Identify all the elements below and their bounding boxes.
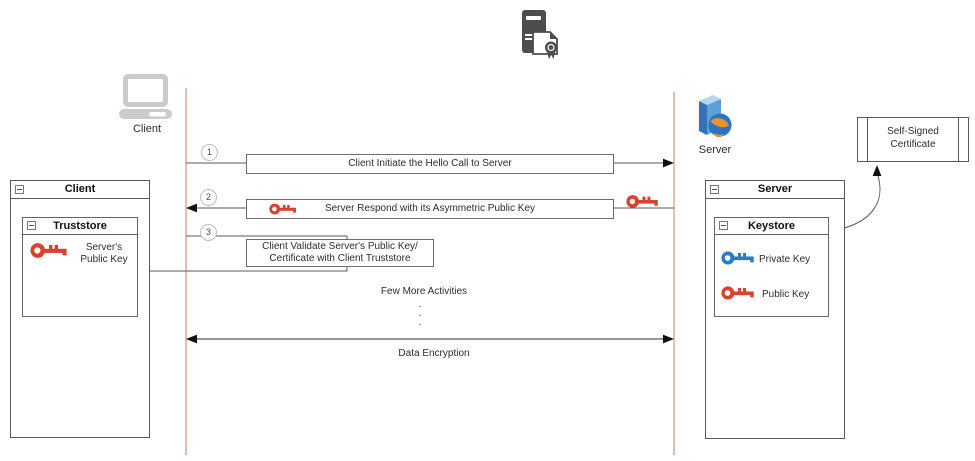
certificate-label: Self-Signed Certificate bbox=[870, 125, 956, 151]
client-box: Client Truststore Server's Public Key bbox=[10, 180, 150, 438]
server-box: Server Keystore Private Key Public Key bbox=[705, 180, 845, 439]
few-more-activities-label: Few More Activities bbox=[380, 286, 468, 297]
truststore-title: Truststore bbox=[53, 220, 107, 232]
message-1-label: Client Initiate the Hello Call to Server bbox=[246, 154, 614, 174]
arrow-2-head bbox=[186, 203, 197, 213]
step-2-badge: 2 bbox=[200, 189, 217, 206]
client-laptop-icon bbox=[119, 74, 172, 119]
collapse-icon[interactable] bbox=[719, 221, 728, 230]
certificate-connector-head bbox=[872, 165, 882, 176]
servers-public-key-line1: Server's bbox=[85, 242, 123, 253]
message-3-text-line2: Certificate with Client Truststore bbox=[269, 253, 411, 264]
keystore-box: Keystore Private Key Public Key bbox=[714, 217, 829, 317]
private-key-label: Private Key bbox=[759, 254, 811, 265]
data-encryption-label: Data Encryption bbox=[398, 348, 470, 359]
message-3-text-line1: Client Validate Server's Public Key/ bbox=[262, 241, 418, 252]
red-key-icon bbox=[626, 195, 658, 208]
server-3d-icon bbox=[699, 95, 732, 138]
red-key-icon bbox=[721, 286, 754, 300]
step-3-badge: 3 bbox=[200, 224, 217, 241]
client-box-title: Client bbox=[64, 183, 96, 195]
certificate-box-inner-line bbox=[867, 118, 868, 161]
keystore-header: Keystore bbox=[715, 218, 828, 235]
message-2-label: Server Respond with its Asymmetric Publi… bbox=[246, 199, 614, 219]
client-box-header: Client bbox=[11, 181, 149, 199]
self-signed-certificate-box: Self-Signed Certificate bbox=[857, 117, 969, 162]
server-certificate-icon bbox=[522, 10, 558, 59]
collapse-icon[interactable] bbox=[710, 185, 719, 194]
data-encryption-head-left bbox=[186, 334, 197, 344]
client-actor-label: Client bbox=[132, 123, 162, 135]
certificate-label-line2: Certificate bbox=[890, 139, 936, 150]
data-encryption-head-right bbox=[663, 334, 674, 344]
ellipsis-dot: . bbox=[418, 299, 422, 310]
server-box-title: Server bbox=[757, 183, 793, 195]
blue-key-icon bbox=[721, 251, 754, 265]
truststore-header: Truststore bbox=[23, 218, 137, 235]
step-1-badge: 1 bbox=[201, 144, 218, 161]
red-key-icon bbox=[269, 203, 296, 215]
red-key-icon bbox=[30, 243, 67, 258]
message-3-label: Client Validate Server's Public Key/ Cer… bbox=[246, 239, 434, 267]
collapse-icon[interactable] bbox=[15, 185, 24, 194]
arrow-1-head bbox=[663, 158, 674, 168]
certificate-box-inner-line bbox=[958, 118, 959, 161]
message-1-text: Client Initiate the Hello Call to Server bbox=[348, 158, 512, 169]
servers-public-key-label: Server's Public Key bbox=[73, 242, 135, 266]
keystore-title: Keystore bbox=[747, 220, 796, 232]
message-2-text: Server Respond with its Asymmetric Publi… bbox=[324, 203, 536, 214]
collapse-icon[interactable] bbox=[27, 221, 36, 230]
certificate-label-line1: Self-Signed bbox=[887, 126, 939, 137]
server-actor-label: Server bbox=[698, 144, 732, 156]
server-box-header: Server bbox=[706, 181, 844, 199]
truststore-box: Truststore Server's Public Key bbox=[22, 217, 138, 317]
servers-public-key-line2: Public Key bbox=[80, 254, 128, 265]
ellipsis-dot: . bbox=[418, 308, 422, 319]
public-key-label: Public Key bbox=[762, 289, 810, 300]
ellipsis-dot: . bbox=[418, 317, 422, 328]
